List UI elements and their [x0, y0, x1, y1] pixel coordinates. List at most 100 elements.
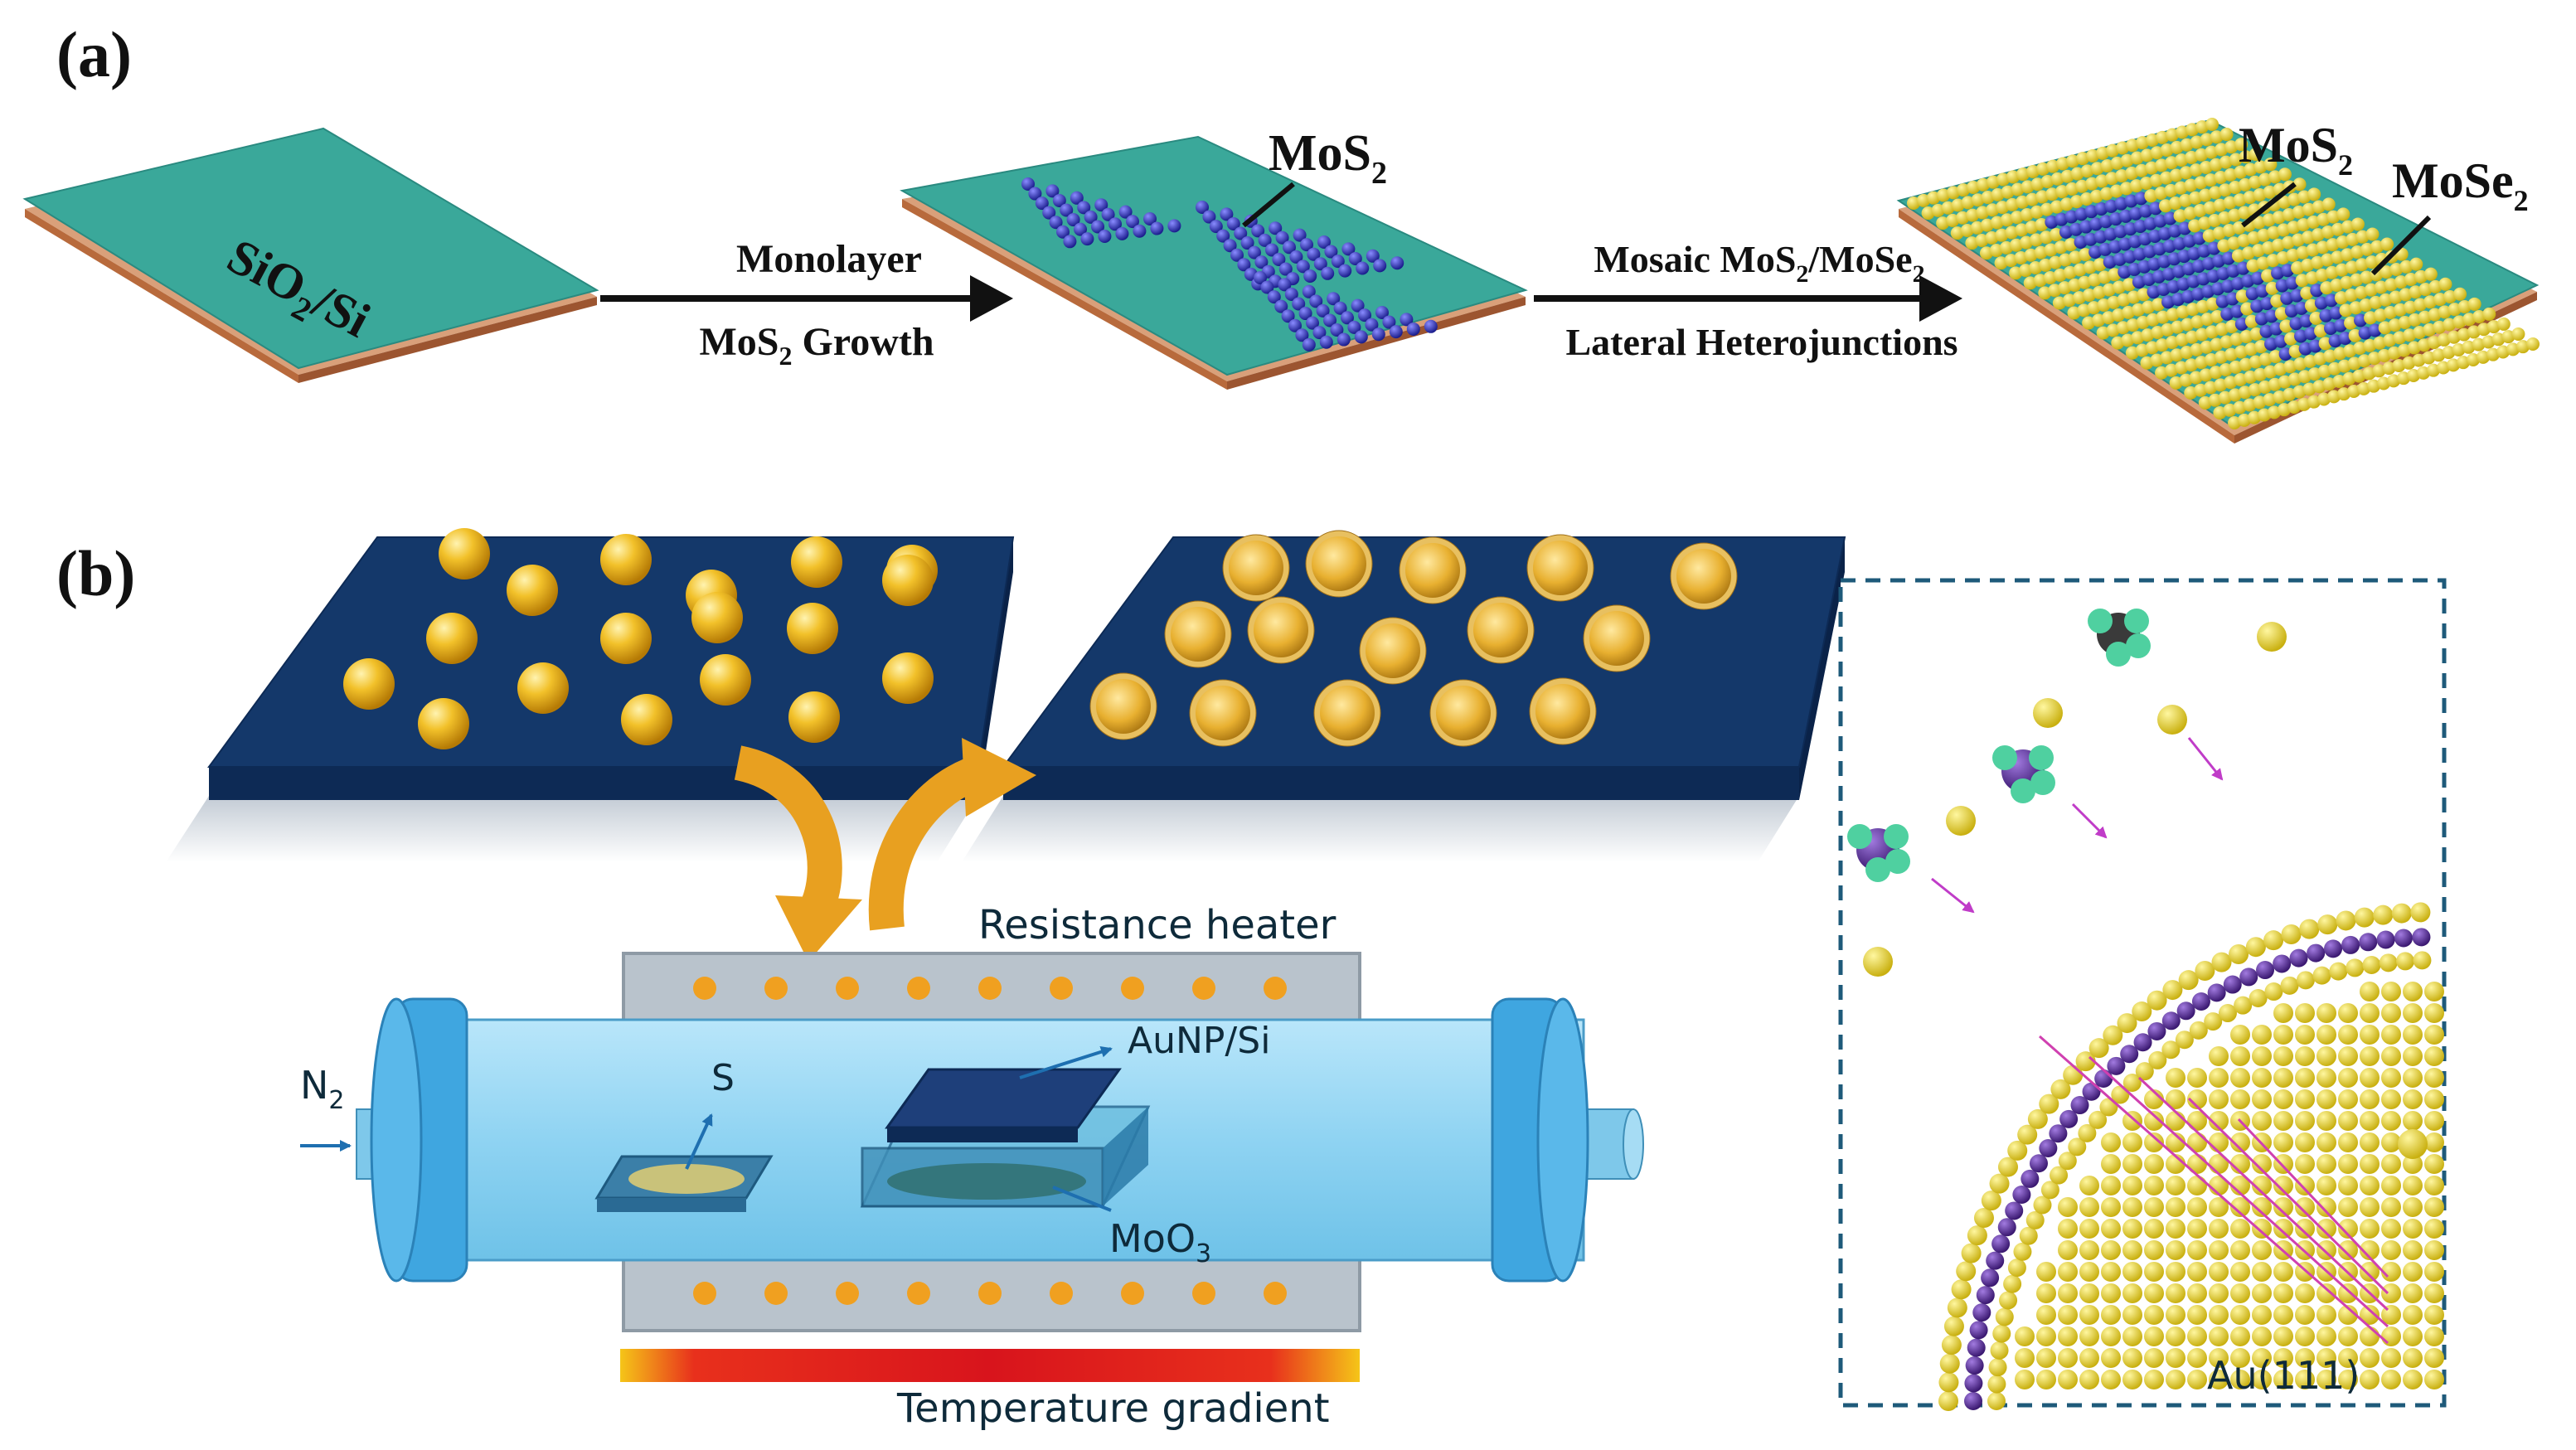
mose2-atom	[2188, 191, 2202, 205]
mose2-atom	[2228, 181, 2242, 195]
mos2-atom	[2236, 261, 2250, 275]
mose2-atom	[2432, 348, 2446, 362]
au-atom	[2058, 1326, 2078, 1346]
mose2-atom	[2337, 387, 2350, 401]
au-atom	[2360, 1154, 2380, 1174]
mos2-atom	[2084, 232, 2098, 246]
oxygen-atom	[2124, 609, 2149, 633]
au-atom	[2122, 1197, 2142, 1217]
mose2-atom	[2106, 323, 2120, 337]
gold-nanoparticle	[791, 536, 842, 588]
mose2-atom	[2273, 362, 2287, 376]
mose2-atom	[2407, 369, 2420, 382]
au-atom	[2381, 1240, 2401, 1260]
mos2-atom	[1327, 292, 1341, 306]
mos2-atom	[2148, 201, 2162, 216]
shell-atom-yellow	[2178, 970, 2199, 991]
shell-atom-purple	[1986, 1251, 2005, 1270]
mose2-atom	[2482, 307, 2496, 321]
mose2-atom	[2209, 158, 2223, 172]
mose2-atom	[2384, 278, 2398, 292]
mose2-atom	[2185, 330, 2199, 344]
mose2-atom	[2144, 189, 2158, 203]
au-atom	[2316, 1305, 2336, 1325]
shell-atom-purple	[2133, 1033, 2152, 1052]
mose2-atom	[2347, 385, 2360, 398]
lattice-plane-line	[2187, 1097, 2389, 1295]
shell-atom-yellow	[1943, 1316, 1964, 1336]
mose2-atom	[2063, 265, 2077, 279]
shell-atom-purple	[2394, 929, 2413, 948]
mos2-atom	[1319, 335, 1333, 349]
shell-atom-yellow	[1956, 1261, 1977, 1282]
panel-a-label: (a)	[56, 18, 132, 90]
mose2-atom	[2223, 403, 2237, 417]
mose2-atom	[2327, 390, 2341, 404]
mos2-atom	[1306, 316, 1319, 330]
mose2-atom	[2297, 190, 2312, 204]
mose2-atom	[2040, 175, 2054, 189]
au-atom	[2295, 1348, 2315, 1368]
shell-atom-yellow	[1961, 1243, 1982, 1263]
mos2-atom	[1052, 193, 1066, 207]
shell-atom-purple	[2059, 1109, 2079, 1128]
mose2-atom	[2097, 298, 2111, 312]
mose2-atom	[2271, 238, 2285, 252]
au-atom	[2360, 1197, 2380, 1217]
mose2-atom	[2263, 158, 2278, 172]
mos2-atom	[1331, 255, 1345, 269]
mose2-atom	[2253, 395, 2267, 410]
au-atom	[2144, 1154, 2164, 1174]
mose2-atom	[2060, 169, 2074, 183]
mos2-atom	[2290, 289, 2304, 303]
au-atom	[2166, 1132, 2185, 1152]
mose2-atom	[1991, 187, 2005, 201]
mose2-atom	[2214, 378, 2228, 392]
au-atom	[2403, 1240, 2423, 1260]
mose2-atom	[2452, 315, 2467, 329]
mose2-atom	[2278, 195, 2292, 209]
mose2-atom	[2218, 183, 2232, 197]
mose2-atom	[2302, 382, 2316, 396]
au-atom	[2424, 1197, 2444, 1217]
au-atom	[2187, 1305, 2207, 1325]
mose2-atom	[2219, 155, 2233, 169]
mose2-atom	[2195, 299, 2210, 313]
gold-nanoparticle	[700, 654, 751, 706]
mos2-atom	[2220, 307, 2234, 321]
mose2-atom	[1987, 175, 2000, 189]
au-atom	[2144, 1197, 2164, 1217]
shell-atom-purple	[2049, 1124, 2068, 1143]
mose2-atom	[2234, 373, 2248, 387]
shell-atom-yellow	[2354, 907, 2375, 928]
mose2-atom	[2050, 172, 2064, 186]
mose2-atom	[2178, 193, 2192, 207]
mose2-atom	[2384, 305, 2398, 319]
mose2-atom	[1946, 213, 1960, 227]
nanoparticle-core	[1676, 549, 1731, 604]
mos2-atom	[1323, 313, 1337, 327]
mose2-atom	[2224, 140, 2239, 154]
mose2-atom	[2331, 250, 2345, 264]
mose2-atom	[2239, 330, 2253, 344]
mose2-atom	[2331, 222, 2345, 236]
shell-atom-yellow	[2234, 996, 2253, 1015]
au-atom	[2166, 1089, 2185, 1109]
au-atom	[2273, 1262, 2293, 1282]
sulfur-atom	[2157, 705, 2187, 735]
mos2-atom	[1254, 255, 1269, 269]
mose2-atom	[2228, 416, 2241, 429]
au-atom	[2403, 1111, 2423, 1131]
mose2-atom	[2304, 298, 2318, 313]
mose2-atom	[2082, 316, 2096, 330]
mose2-atom	[2087, 301, 2101, 315]
mose2-atom	[2380, 265, 2394, 279]
au-atom	[2403, 1176, 2423, 1195]
au-atom	[2316, 1283, 2336, 1303]
mos2-atom	[2171, 293, 2185, 307]
shell-atom-purple	[2307, 943, 2326, 963]
mose2-atom	[2339, 303, 2353, 318]
mose2-atom	[1985, 230, 1999, 245]
temperature-gradient-label: Temperature gradient	[896, 1385, 1330, 1432]
